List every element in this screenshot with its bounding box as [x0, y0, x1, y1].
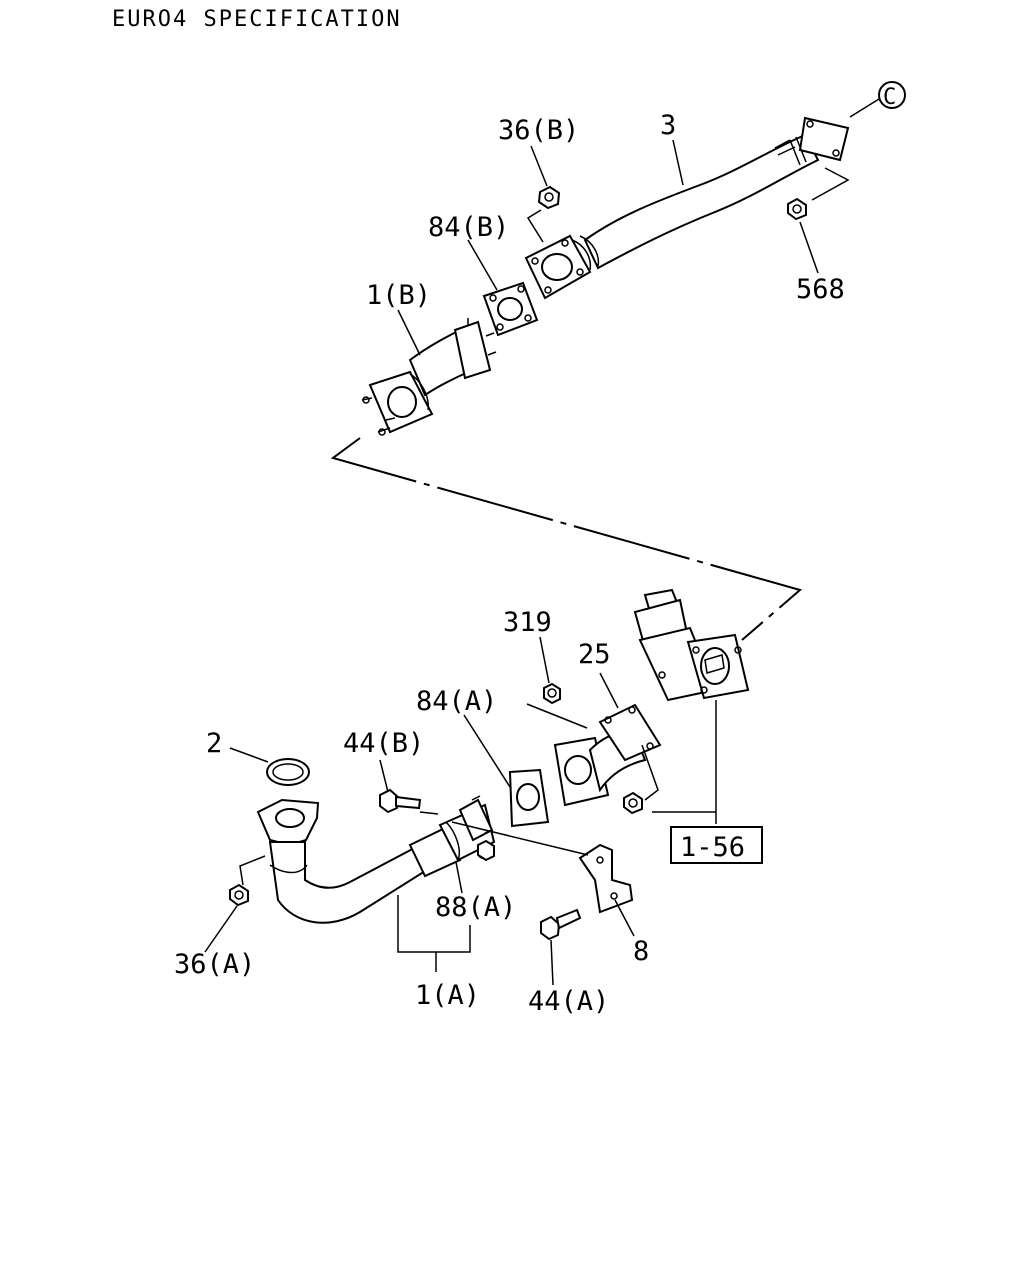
part-nut-lower — [623, 791, 643, 815]
label-8: 8 — [633, 936, 649, 967]
label-2: 2 — [206, 728, 222, 759]
label-568: 568 — [796, 274, 845, 305]
part-84b-gasket — [482, 281, 539, 337]
label-1b: 1(B) — [366, 280, 431, 311]
label-1-56: 1-56 — [680, 832, 745, 863]
part-1b-flex-pipe — [361, 318, 497, 436]
label-36b: 36(B) — [498, 115, 579, 146]
egr-valve — [633, 588, 750, 702]
label-25: 25 — [578, 639, 611, 670]
ref-box-1-56 — [670, 826, 763, 864]
part-319-nut — [543, 682, 561, 705]
label-44a: 44(A) — [528, 986, 609, 1017]
part-1a-front-pipe — [256, 795, 496, 924]
label-84b: 84(B) — [428, 212, 509, 243]
part-36b-nut — [537, 185, 561, 210]
label-88a: 88(A) — [435, 892, 516, 923]
part-8-bracket — [578, 843, 634, 914]
part-2-seal-ring — [266, 758, 310, 786]
callout-c-text: C — [883, 85, 896, 110]
label-1a: 1(A) — [415, 980, 480, 1011]
part-84a-gasket — [508, 768, 550, 828]
part-44b-bolt — [379, 788, 422, 814]
part-44a-bolt — [540, 908, 582, 941]
label-84a: 84(A) — [416, 686, 497, 717]
part-3-rear-pipe — [524, 116, 850, 300]
connection-line — [330, 437, 803, 641]
lower-leader-lines — [204, 636, 717, 986]
label-319: 319 — [503, 607, 552, 638]
part-88a-nut — [477, 839, 495, 862]
part-36a-nut — [229, 883, 249, 907]
part-25-adapter-pipe — [553, 703, 662, 807]
label-3: 3 — [660, 110, 676, 141]
upper-leader-lines — [397, 139, 850, 356]
label-36a: 36(A) — [174, 949, 255, 980]
label-44b: 44(B) — [343, 728, 424, 759]
callout-c: C — [849, 81, 906, 118]
part-568-nut — [787, 197, 807, 221]
diagram-title: EURO4 SPECIFICATION — [112, 7, 402, 32]
